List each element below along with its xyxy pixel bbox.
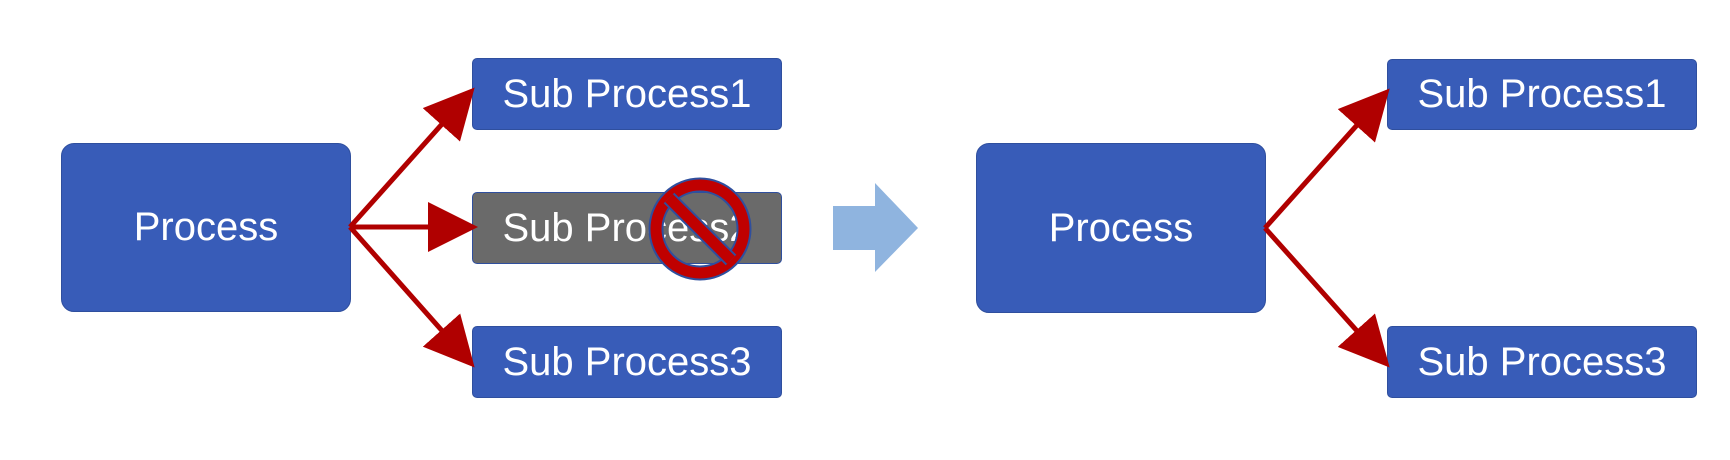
- sub-process3-label-before: Sub Process3: [502, 339, 752, 384]
- connector-to-sub1-after: [1263, 88, 1390, 230]
- right-arrow-icon: [833, 183, 918, 272]
- process-box-before: Process: [61, 143, 351, 312]
- process-label-before: Process: [133, 205, 279, 249]
- prohibited-icon: [648, 177, 752, 281]
- connector-to-sub3-after: [1263, 226, 1390, 368]
- connector-to-sub1-before: [348, 87, 475, 229]
- connector-to-sub3-before: [348, 225, 475, 368]
- sub-process3-box-after: Sub Process3: [1387, 326, 1697, 398]
- sub-process1-label-before: Sub Process1: [502, 71, 752, 116]
- sub-process1-box-before: Sub Process1: [472, 58, 782, 130]
- process-label-after: Process: [1048, 205, 1194, 250]
- sub-process1-label-after: Sub Process1: [1417, 72, 1667, 116]
- sub-process3-box-before: Sub Process3: [472, 326, 782, 398]
- process-box-after: Process: [976, 143, 1266, 313]
- sub-process1-box-after: Sub Process1: [1387, 59, 1697, 130]
- sub-process3-label-after: Sub Process3: [1417, 339, 1667, 384]
